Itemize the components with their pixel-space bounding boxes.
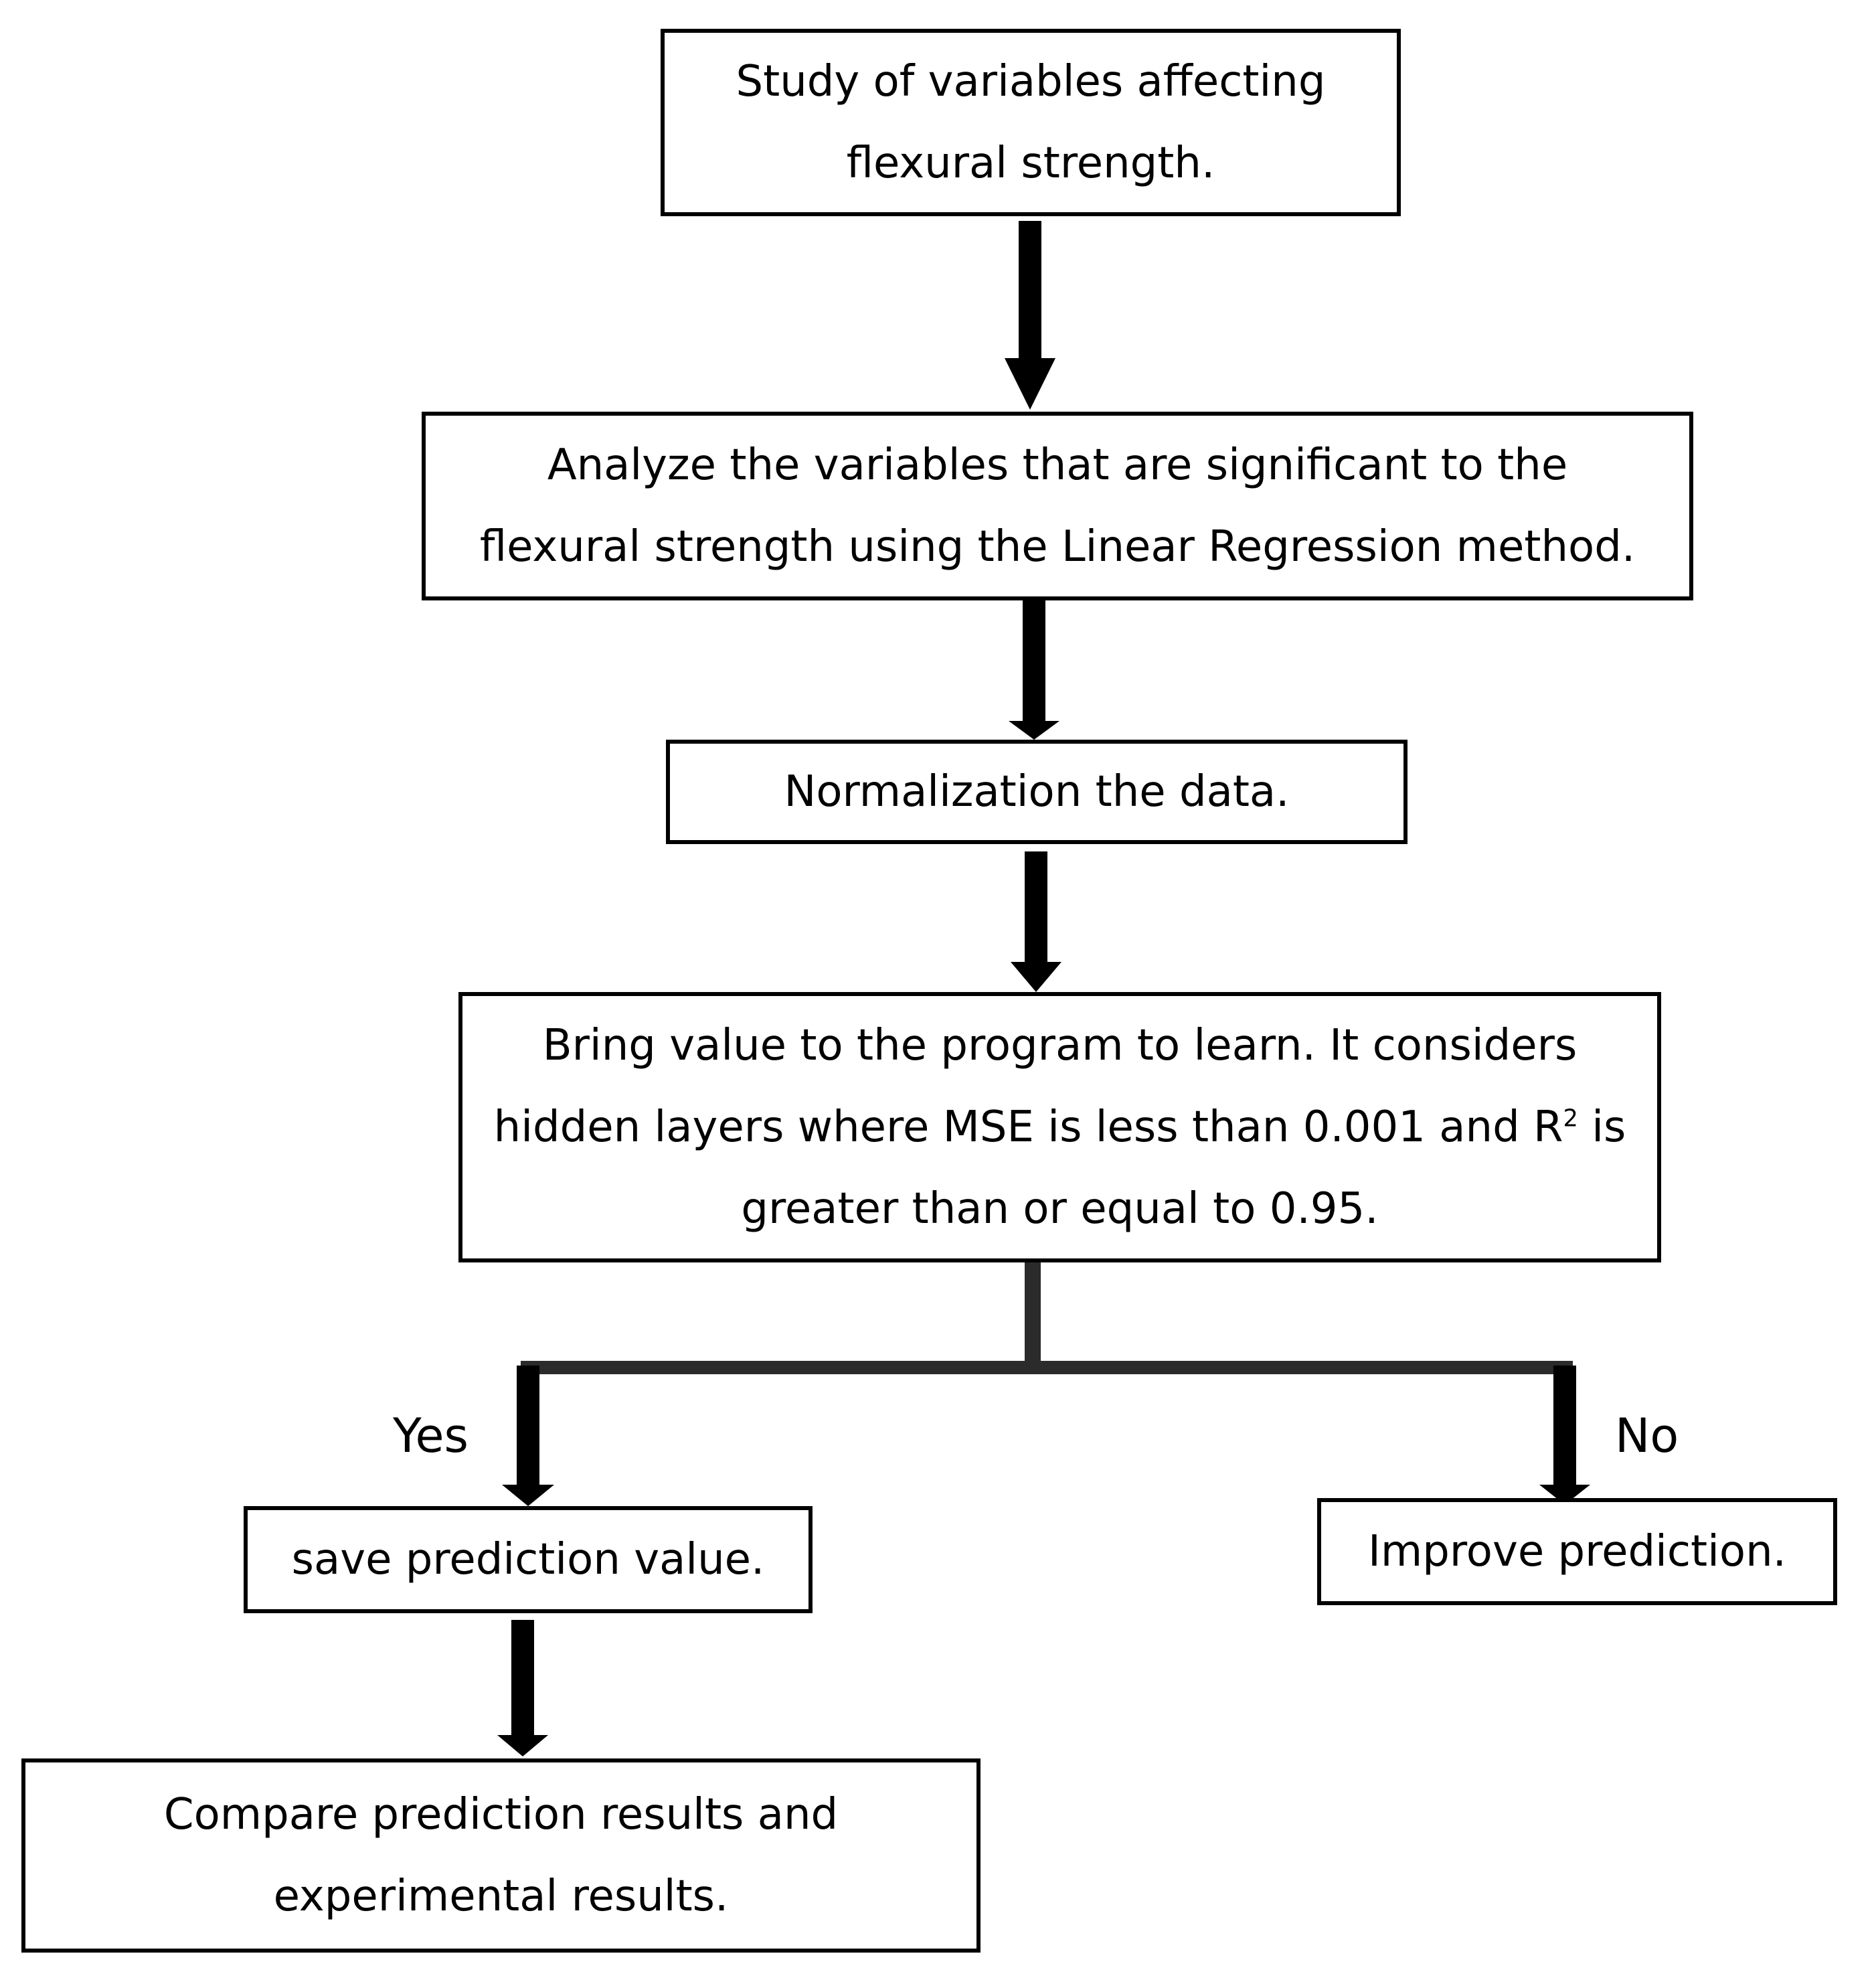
arrow-study-to-analyze bbox=[1005, 221, 1055, 410]
step-compare-results: Compare prediction results and experimen… bbox=[21, 1758, 980, 1953]
step-study-line-1: Study of variables affecting bbox=[736, 57, 1326, 106]
arrow-save-to-compare bbox=[497, 1620, 548, 1756]
step-study-variables: Study of variables affecting flexural st… bbox=[661, 29, 1401, 216]
step-normalization-line-1: Normalization the data. bbox=[784, 767, 1290, 817]
step-learn-line-1: Bring value to the program to learn. It … bbox=[542, 1021, 1577, 1070]
r-squared-superscript: 2 bbox=[1563, 1104, 1578, 1133]
branch-label-yes: Yes bbox=[393, 1408, 468, 1463]
step-learn-line-2-end: is bbox=[1577, 1102, 1626, 1152]
step-save-line-1: save prediction value. bbox=[291, 1535, 765, 1584]
step-analyze-variables: Analyze the variables that are significa… bbox=[422, 412, 1693, 600]
step-save-prediction: save prediction value. bbox=[244, 1506, 813, 1613]
arrow-normalize-to-learn bbox=[1011, 851, 1061, 992]
step-learn-line-2-main: hidden layers where MSE is less than 0.0… bbox=[493, 1102, 1563, 1152]
step-analyze-line-2: flexural strength using the Linear Regre… bbox=[479, 522, 1636, 572]
step-normalization: Normalization the data. bbox=[666, 740, 1408, 844]
arrow-no-to-improve bbox=[1539, 1366, 1590, 1505]
step-improve-prediction: Improve prediction. bbox=[1317, 1498, 1837, 1605]
arrow-yes-to-save bbox=[502, 1366, 554, 1506]
branch-label-no: No bbox=[1615, 1408, 1679, 1463]
arrow-analyze-to-normalize bbox=[1009, 599, 1059, 740]
step-learn-program: Bring value to the program to learn. It … bbox=[458, 992, 1661, 1262]
step-learn-line-2: hidden layers where MSE is less than 0.0… bbox=[494, 1086, 1626, 1168]
step-improve-line-1: Improve prediction. bbox=[1368, 1527, 1786, 1576]
step-learn-line-3: greater than or equal to 0.95. bbox=[741, 1184, 1379, 1234]
decision-branch bbox=[521, 1262, 1573, 1374]
step-analyze-line-1: Analyze the variables that are significa… bbox=[547, 440, 1568, 490]
step-compare-line-1: Compare prediction results and bbox=[163, 1790, 839, 1839]
step-study-line-2: flexural strength. bbox=[846, 139, 1215, 188]
step-compare-line-2: experimental results. bbox=[273, 1872, 729, 1921]
